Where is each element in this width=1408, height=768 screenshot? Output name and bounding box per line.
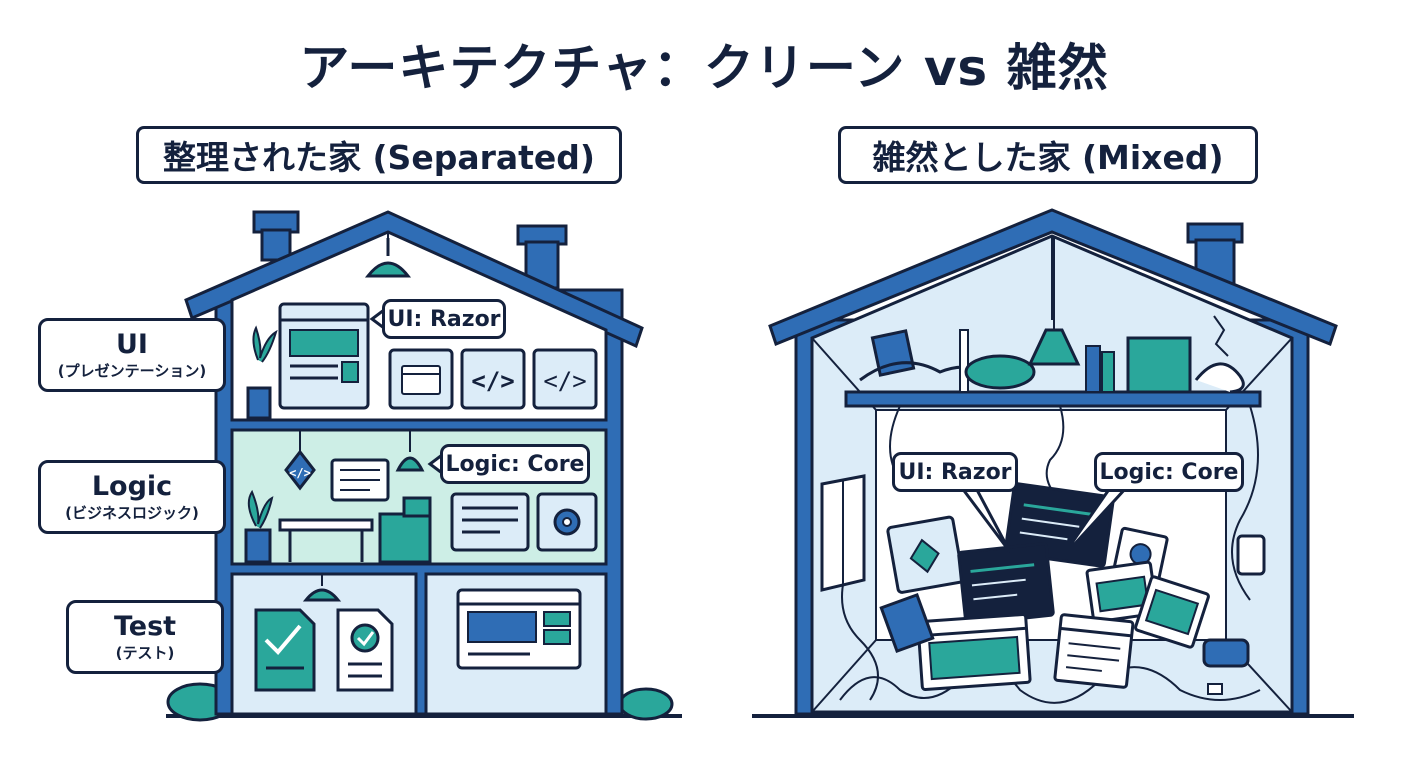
left-house: </> </> </> [166, 210, 682, 722]
lamp-icon [302, 588, 342, 602]
code-diamond-icon [284, 449, 316, 491]
svg-text:</>: </> [471, 367, 514, 395]
list-tile-icon [450, 492, 530, 552]
box-icon [1126, 336, 1192, 394]
layer-subtitle: (ビジネスロジック) [65, 504, 199, 522]
socket-icon [1236, 534, 1266, 576]
page-title: アーキテクチャ：クリーン vs 雑然 [299, 39, 1109, 97]
lamp-icon [395, 456, 425, 472]
desk-icon [278, 518, 374, 532]
layer-name: Test [113, 611, 177, 642]
lamp-icon [1027, 328, 1081, 366]
book-icon [1085, 345, 1101, 393]
plant-icon [252, 325, 278, 363]
shelf-icon [844, 390, 1262, 408]
svg-text:</>: </> [289, 466, 311, 480]
cabinet-icon [378, 512, 432, 564]
callout-ui-razor: UI: Razor [382, 299, 506, 339]
layer-label-logic: Logic (ビジネスロジック) [38, 460, 226, 534]
lamp-icon [364, 261, 412, 278]
bush-icon [618, 687, 674, 721]
terminal-window-icon [957, 542, 1055, 626]
callout-ui-razor-mixed: UI: Razor [892, 452, 1018, 492]
callout-logic-core-mixed: Logic: Core [1094, 452, 1244, 492]
document-check-icon [254, 608, 316, 692]
layer-label-test: Test (テスト) [66, 600, 224, 674]
svg-text:</>: </> [543, 367, 586, 395]
layer-name: UI [116, 329, 148, 360]
right-house-title: 雑然とした家 (Mixed) [838, 126, 1258, 184]
roof [768, 208, 1338, 346]
layer-subtitle: (プレゼンテーション) [57, 362, 207, 380]
code-tile-icon [460, 348, 526, 410]
callout-logic-core: Logic: Core [440, 444, 590, 484]
layer-name: Logic [91, 471, 173, 502]
book-icon [1101, 351, 1115, 393]
list-window-icon [1053, 613, 1135, 689]
left-house-title: 整理された家 (Separated) [136, 126, 622, 184]
layer-subtitle: (テスト) [115, 644, 175, 662]
device-icon [1202, 638, 1250, 668]
plant-icon [247, 489, 274, 529]
right-house [752, 208, 1354, 718]
layer-label-ui: UI (プレゼンテーション) [38, 318, 226, 392]
code-tile-icon [532, 348, 598, 410]
